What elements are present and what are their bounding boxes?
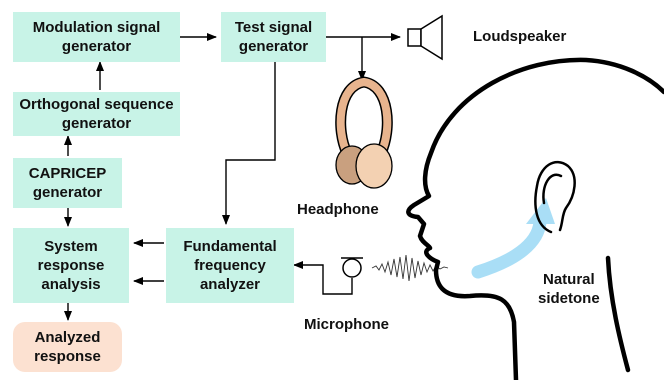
headphone-icon (335, 76, 393, 189)
block-modulation-signal-generator: Modulation signal generator (13, 12, 180, 62)
sidetone-arrowhead (526, 198, 555, 224)
arrow-mic-to-fo-analyzer (293, 261, 353, 295)
microphone-icon (341, 257, 363, 278)
block-orthogonal-sequence-generator: Orthogonal sequence generator (13, 92, 180, 136)
head-jaw-line (605, 255, 631, 373)
arrow-test-to-fo-analyzer (222, 62, 276, 225)
block-test-signal-generator: Test signal generator (221, 12, 326, 62)
block-fundamental-frequency-analyzer: Fundamental frequency analyzer (166, 228, 294, 303)
ear-icon (534, 160, 576, 234)
label-headphone: Headphone (297, 201, 379, 218)
head-silhouette-icon (406, 57, 664, 380)
loudspeaker-icon (407, 14, 443, 61)
speech-waveform-icon (371, 254, 449, 282)
label-natural-sidetone: Natural sidetone (538, 271, 600, 307)
label-loudspeaker: Loudspeaker (473, 28, 567, 45)
block-capricep-generator: CAPRICEP generator (13, 158, 122, 208)
label-microphone: Microphone (304, 316, 389, 333)
sidetone-arrow-icon (471, 215, 547, 279)
block-analyzed-response: Analyzed response (13, 322, 122, 372)
block-system-response-analysis: System response analysis (13, 228, 129, 303)
